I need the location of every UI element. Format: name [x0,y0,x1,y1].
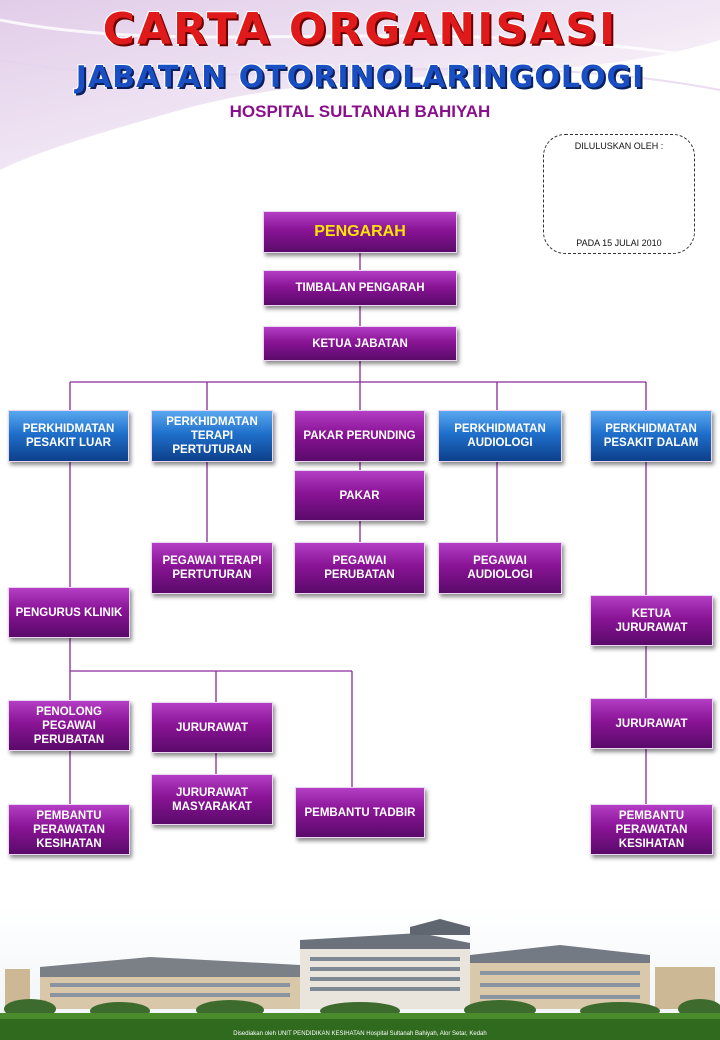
node-perkhidmatan-terapi-pertuturan: PERKHIDMATAN TERAPI PERTUTURAN [151,410,273,462]
node-perkhidmatan-audiologi: PERKHIDMATAN AUDIOLOGI [438,410,562,462]
node-pegawai-terapi-pertuturan: PEGAWAI TERAPI PERTUTURAN [151,542,273,594]
node-timbalan-pengarah: TIMBALAN PENGARAH [263,270,457,306]
node-pembantu-tadbir: PEMBANTU TADBIR [295,787,425,838]
node-pegawai-audiologi: PEGAWAI AUDIOLOGI [438,542,562,594]
header-swoosh-decoration [0,0,720,170]
department-title: JABATAN OTORINOLARINGOLOGI [75,60,645,95]
node-pakar-perunding: PAKAR PERUNDING [294,410,425,462]
node-pembantu-perawatan-left: PEMBANTU PERAWATAN KESIHATAN [8,804,130,855]
node-perkhidmatan-pesakit-dalam: PERKHIDMATAN PESAKIT DALAM [590,410,712,462]
node-pakar: PAKAR [294,470,425,521]
node-jururawat-right: JURURAWAT [590,698,713,749]
hospital-building-image [0,905,720,1040]
footer-credit: Disediakan oleh UNIT PENDIDIKAN KESIHATA… [233,1031,487,1037]
node-jururawat-masyarakat: JURURAWAT MASYARAKAT [151,774,273,825]
approval-date: PADA 15 JULAI 2010 [576,238,662,248]
hospital-name: HOSPITAL SULTANAH BAHIYAH [229,102,491,121]
node-penolong-pegawai-perubatan: PENOLONG PEGAWAI PERUBATAN [8,700,130,751]
node-jururawat-left: JURURAWAT [151,702,273,753]
node-ketua-jabatan: KETUA JABATAN [263,326,457,361]
approval-box: DILULUSKAN OLEH : PADA 15 JULAI 2010 [543,134,695,254]
node-perkhidmatan-pesakit-luar: PERKHIDMATAN PESAKIT LUAR [8,410,129,462]
chart-title: CARTA ORGANISASI [102,4,618,55]
node-pegawai-perubatan: PEGAWAI PERUBATAN [294,542,425,594]
node-pembantu-perawatan-right: PEMBANTU PERAWATAN KESIHATAN [590,804,713,855]
node-ketua-jururawat: KETUA JURURAWAT [590,595,713,646]
node-pengarah: PENGARAH [263,211,457,253]
node-pengurus-klinik: PENGURUS KLINIK [8,587,130,638]
approved-by-label: DILULUSKAN OLEH : [574,141,664,151]
